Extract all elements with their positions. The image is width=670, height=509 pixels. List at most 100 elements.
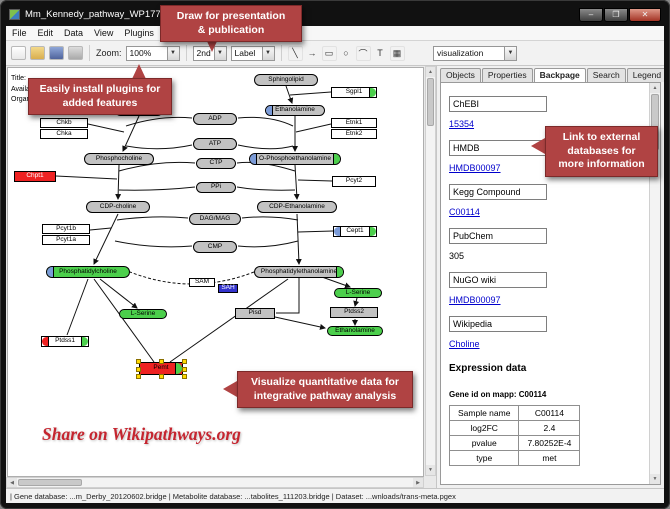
backpage-link-wikipedia[interactable]: Choline	[449, 339, 480, 349]
zoom-value: 100%	[129, 48, 152, 58]
pathway-node-cmp[interactable]: CMP	[193, 241, 237, 253]
pathway-node-phosphatidylcholine[interactable]: Phosphatidylcholine	[46, 266, 130, 278]
backpage-header-wikipedia: Wikipedia	[449, 316, 547, 332]
pathway-node-ctp[interactable]: CTP	[196, 158, 236, 169]
label-combobox[interactable]: Label ▼	[230, 45, 275, 61]
node-label: Chpt1	[26, 172, 44, 180]
tab-search[interactable]: Search	[586, 68, 626, 82]
selection-handle[interactable]	[182, 366, 187, 372]
pathway-node-cdp-ethanolamine[interactable]: CDP-Ethanolamine	[257, 201, 337, 213]
title-bar[interactable]: Mm_Kennedy_pathway_WP1771_45176.gpml – ❐…	[9, 5, 661, 24]
pathway-node-sah[interactable]: SAH	[218, 284, 238, 293]
backpage-link-kegg-compound[interactable]: C00114	[449, 207, 480, 217]
pathway-node-ethanolamine[interactable]: Ethanolamine	[265, 105, 325, 116]
scroll-down-icon[interactable]: ▼	[650, 474, 660, 484]
chevron-down-icon[interactable]: ▼	[504, 46, 516, 60]
pathway-node-ppi[interactable]: PPi	[196, 182, 236, 193]
pathway-node-cdp-choline[interactable]: CDP-choline	[86, 201, 150, 213]
pathway-node-atp[interactable]: ATP	[193, 138, 237, 150]
scroll-left-icon[interactable]: ◀	[7, 478, 17, 487]
backpage-header-kegg-compound: Kegg Compound	[449, 184, 547, 200]
arc-tool-icon[interactable]: ⌒	[355, 45, 371, 61]
close-button[interactable]: ✕	[629, 7, 661, 22]
pathway-node-pcyt2[interactable]: Pcyt2	[332, 176, 376, 187]
canvas-horizontal-scrollbar[interactable]: ◀ ▶	[6, 477, 424, 488]
pathway-node-pcyt1a[interactable]: Pcyt1a	[42, 235, 90, 245]
menu-edit[interactable]: Edit	[37, 28, 54, 38]
pathway-node-pisd[interactable]: Pisd	[235, 308, 275, 319]
selection-handle[interactable]	[182, 359, 187, 364]
pathway-node-etnk2[interactable]: Etnk2	[331, 129, 377, 139]
pathway-node-o-phosphoethanolamine[interactable]: O-Phosphoethanolamine	[249, 153, 341, 165]
node-label: PPi	[210, 183, 222, 191]
pathway-node-pemt[interactable]: Pemt	[136, 359, 187, 379]
backpage-link-hmdb[interactable]: HMDB00097	[449, 163, 501, 173]
menu-view[interactable]: View	[94, 28, 114, 38]
pathway-node-sam[interactable]: SAM	[189, 278, 215, 287]
scroll-up-icon[interactable]: ▲	[650, 83, 660, 93]
scroll-right-icon[interactable]: ▶	[413, 478, 423, 487]
menu-plugins[interactable]: Plugins	[124, 28, 154, 38]
pathway-node-chkb[interactable]: Chkb	[40, 118, 88, 128]
chevron-down-icon[interactable]: ▼	[166, 46, 179, 60]
expression-stripe	[47, 267, 54, 277]
pathway-node-l-serine[interactable]: L-Serine	[334, 288, 382, 298]
pathway-node-sphingolipid[interactable]: Sphingolipid	[254, 74, 318, 86]
selection-handle[interactable]	[136, 374, 141, 379]
backpage-link-chebi[interactable]: 15354	[449, 119, 475, 129]
panel-scrollbar[interactable]: ▲ ▼	[649, 83, 660, 484]
pathway-node-phosphatidylethanolamine[interactable]: Phosphatidylethanolamine	[254, 266, 344, 278]
scrollbar-thumb[interactable]	[427, 78, 434, 126]
scrollbar-thumb[interactable]	[18, 479, 82, 486]
pathway-node-phosphocholine[interactable]: Phosphocholine	[84, 153, 154, 165]
pathway-node-etnk1[interactable]: Etnk1	[331, 118, 377, 128]
backpage-header-pubchem: PubChem	[449, 228, 547, 244]
scroll-down-icon[interactable]: ▼	[426, 465, 435, 475]
tab-properties[interactable]: Properties	[481, 68, 533, 82]
pathway-node-chpt1[interactable]: Chpt1	[14, 171, 56, 182]
node-label: Phosphocholine	[95, 154, 143, 162]
tab-objects[interactable]: Objects	[440, 68, 481, 82]
menu-file[interactable]: File	[12, 28, 27, 38]
pathway-node-l-serine[interactable]: L-Serine	[119, 309, 167, 319]
rectangle-tool-icon[interactable]: ▭	[321, 45, 337, 61]
save-icon[interactable]	[49, 46, 64, 60]
maximize-button[interactable]: ❐	[604, 7, 628, 22]
pathway-node-dag-mag[interactable]: DAG/MAG	[189, 213, 241, 225]
selection-handle[interactable]	[159, 374, 164, 379]
export-icon[interactable]	[68, 46, 83, 60]
expression-stripe	[336, 267, 343, 277]
selection-handle[interactable]	[159, 359, 164, 364]
menu-data[interactable]: Data	[64, 28, 84, 38]
expression-table-cell: pvalue	[448, 435, 520, 451]
visualization-combobox[interactable]: visualization ▼	[433, 45, 517, 61]
pathway-node-sgpl1[interactable]: Sgpl1	[331, 87, 377, 98]
pathway-node-chka[interactable]: Chka	[40, 129, 88, 139]
text-tool-icon[interactable]: T	[377, 48, 383, 58]
pathway-node-ptdss1[interactable]: Ptdss1	[41, 336, 89, 347]
pathway-canvas[interactable]: Title:Availability:Organism: Sphingolipi…	[7, 67, 424, 477]
arrow-tool-icon[interactable]: →	[307, 48, 317, 58]
chevron-down-icon[interactable]: ▼	[261, 46, 274, 60]
scroll-up-icon[interactable]: ▲	[426, 67, 435, 77]
new-file-icon[interactable]	[11, 46, 26, 60]
open-file-icon[interactable]	[30, 46, 45, 60]
pathway-node-ethanolamine[interactable]: Ethanolamine	[327, 326, 383, 336]
shape-tool-icon[interactable]: ▦	[389, 45, 405, 61]
pathway-node-cept1[interactable]: Cept1	[333, 226, 377, 237]
canvas-vertical-scrollbar[interactable]: ▲ ▼	[425, 66, 436, 476]
zoom-combobox[interactable]: 100% ▼	[125, 45, 180, 61]
minimize-button[interactable]: –	[579, 7, 603, 22]
selection-handle[interactable]	[136, 366, 141, 372]
tab-legend[interactable]: Legend	[626, 68, 664, 82]
pathway-node-pcyt1b[interactable]: Pcyt1b	[42, 224, 90, 234]
line-tool-icon[interactable]: ╲	[287, 45, 303, 61]
selection-handle[interactable]	[136, 359, 141, 364]
ellipse-tool-icon[interactable]: ○	[343, 48, 349, 58]
backpage-link-nugo-wiki[interactable]: HMDB00097	[449, 295, 501, 305]
selection-handle[interactable]	[182, 374, 187, 379]
pathway-node-ptdss2[interactable]: Ptdss2	[330, 307, 378, 318]
tab-backpage[interactable]: Backpage	[533, 68, 586, 82]
pathway-node-adp[interactable]: ADP	[193, 113, 237, 125]
